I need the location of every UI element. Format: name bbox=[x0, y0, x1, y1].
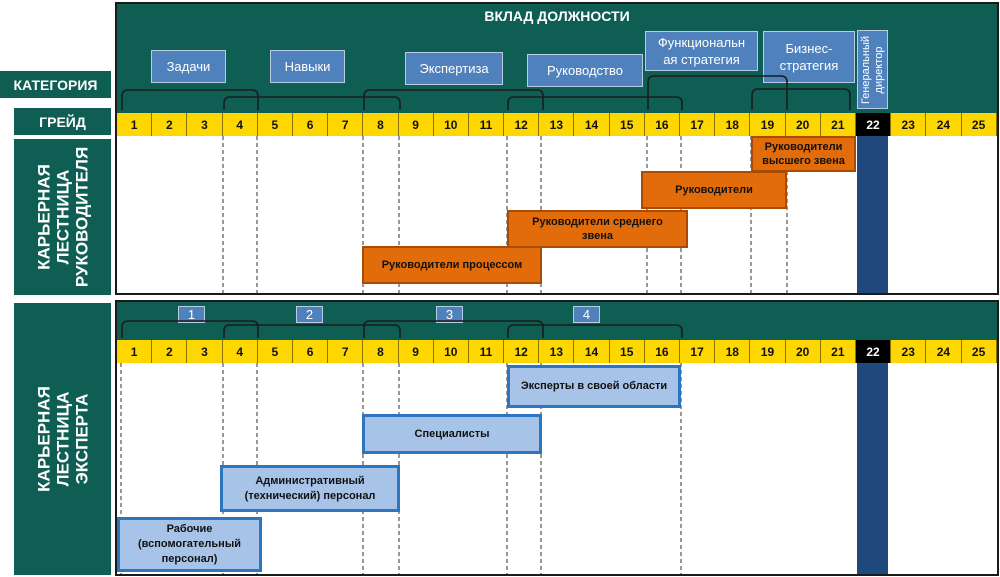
manager-grade-cell: 8 bbox=[363, 113, 399, 136]
manager-grade-cell: 1 bbox=[117, 113, 153, 136]
expert-level-domain-experts: Эксперты в своей области bbox=[507, 365, 681, 408]
page-title: ВКЛАД ДОЛЖНОСТИ bbox=[484, 8, 630, 24]
category-skills-box: Навыки bbox=[270, 50, 345, 83]
expert-grade-cell: 3 bbox=[187, 340, 223, 363]
manager-level-top-managers: Руководители высшего звена bbox=[751, 136, 856, 172]
category-tasks-box: Задачи bbox=[151, 50, 226, 83]
ceo-column-expert bbox=[857, 363, 888, 574]
expert-header-band bbox=[117, 302, 997, 340]
category-ceo-box: Генеральный директор bbox=[857, 30, 888, 109]
expert-grade-cell: 25 bbox=[961, 340, 997, 363]
manager-grade-cell: 19 bbox=[750, 113, 786, 136]
manager-grade-cell: 7 bbox=[328, 113, 364, 136]
expert-ladder-label-block: КАРЬЕРНАЯ ЛЕСТНИЦА ЭКСПЕРТА bbox=[14, 303, 111, 575]
expert-grade-cell: 18 bbox=[715, 340, 751, 363]
expert-grade-cell: 8 bbox=[363, 340, 399, 363]
expert-grade-cell: 21 bbox=[820, 340, 856, 363]
ceo-column-manager bbox=[857, 136, 888, 293]
category-functional-strategy-box: Функциональн ая стратегия bbox=[645, 31, 758, 71]
manager-grade-cell: 21 bbox=[820, 113, 856, 136]
expert-grade-cell: 23 bbox=[891, 340, 927, 363]
expert-grade-cell: 20 bbox=[785, 340, 821, 363]
manager-level-middle-managers: Руководители среднего звена bbox=[507, 210, 688, 248]
manager-grade-cell: 20 bbox=[785, 113, 821, 136]
expert-grade-cell: 7 bbox=[328, 340, 364, 363]
expert-grade-cell: 17 bbox=[680, 340, 716, 363]
expert-group-1: 1 bbox=[178, 306, 205, 323]
expert-group-2: 2 bbox=[296, 306, 323, 323]
manager-grade-cell: 5 bbox=[257, 113, 293, 136]
expert-grade-cell: 13 bbox=[539, 340, 575, 363]
expert-grade-cell: 16 bbox=[644, 340, 680, 363]
expert-grade-cell: 6 bbox=[292, 340, 329, 363]
manager-grade-cell: 4 bbox=[222, 113, 258, 136]
manager-grade-cell: 14 bbox=[574, 113, 610, 136]
expert-grade-cell: 10 bbox=[433, 340, 469, 363]
manager-grade-cell: 25 bbox=[961, 113, 997, 136]
expert-grade-cell: 1 bbox=[117, 340, 153, 363]
grade-label: ГРЕЙД bbox=[14, 108, 111, 135]
manager-grade-cell: 23 bbox=[891, 113, 927, 136]
expert-grade-cell: 11 bbox=[468, 340, 505, 363]
expert-grade-cell: 14 bbox=[574, 340, 610, 363]
manager-grade-cell: 6 bbox=[292, 113, 329, 136]
manager-grade-cell: 22 bbox=[855, 113, 892, 136]
expert-grade-cell: 15 bbox=[609, 340, 645, 363]
expert-level-specialists: Специалисты bbox=[362, 414, 542, 454]
manager-grade-cell: 24 bbox=[926, 113, 962, 136]
category-label: КАТЕГОРИЯ bbox=[0, 71, 111, 98]
manager-grade-cell: 9 bbox=[398, 113, 434, 136]
manager-level-managers: Руководители bbox=[641, 171, 787, 209]
manager-grade-cell: 16 bbox=[644, 113, 680, 136]
expert-group-4: 4 bbox=[573, 306, 600, 323]
manager-level-process-managers: Руководители процессом bbox=[362, 246, 542, 284]
manager-grade-cell: 11 bbox=[468, 113, 505, 136]
category-expertise-box: Экспертиза bbox=[405, 52, 503, 85]
manager-ladder-label-block: КАРЬЕРНАЯ ЛЕСТНИЦА РУКОВОДИТЕЛЯ bbox=[14, 139, 111, 295]
expert-grade-cell: 2 bbox=[152, 340, 188, 363]
manager-grade-cell: 17 bbox=[680, 113, 716, 136]
expert-level-admin-staff: Административный (технический) персонал bbox=[220, 465, 400, 512]
expert-grade-cell: 24 bbox=[926, 340, 962, 363]
category-management-box: Руководство bbox=[527, 54, 643, 87]
manager-grade-cell: 13 bbox=[539, 113, 575, 136]
expert-level-workers: Рабочие (вспомогательный персонал) bbox=[117, 517, 262, 572]
expert-grade-cell: 9 bbox=[398, 340, 434, 363]
expert-grade-cell: 4 bbox=[222, 340, 258, 363]
manager-grade-cell: 12 bbox=[504, 113, 540, 136]
expert-group-3: 3 bbox=[436, 306, 463, 323]
manager-grade-cell: 3 bbox=[187, 113, 223, 136]
expert-grade-cell: 19 bbox=[750, 340, 786, 363]
manager-grade-cell: 2 bbox=[152, 113, 188, 136]
manager-grade-cell: 10 bbox=[433, 113, 469, 136]
expert-grade-cell: 5 bbox=[257, 340, 293, 363]
expert-grade-cell: 22 bbox=[855, 340, 892, 363]
manager-grade-cell: 15 bbox=[609, 113, 645, 136]
manager-grade-cell: 18 bbox=[715, 113, 751, 136]
category-business-strategy-box: Бизнес- стратегия bbox=[763, 31, 855, 83]
expert-grade-cell: 12 bbox=[504, 340, 540, 363]
